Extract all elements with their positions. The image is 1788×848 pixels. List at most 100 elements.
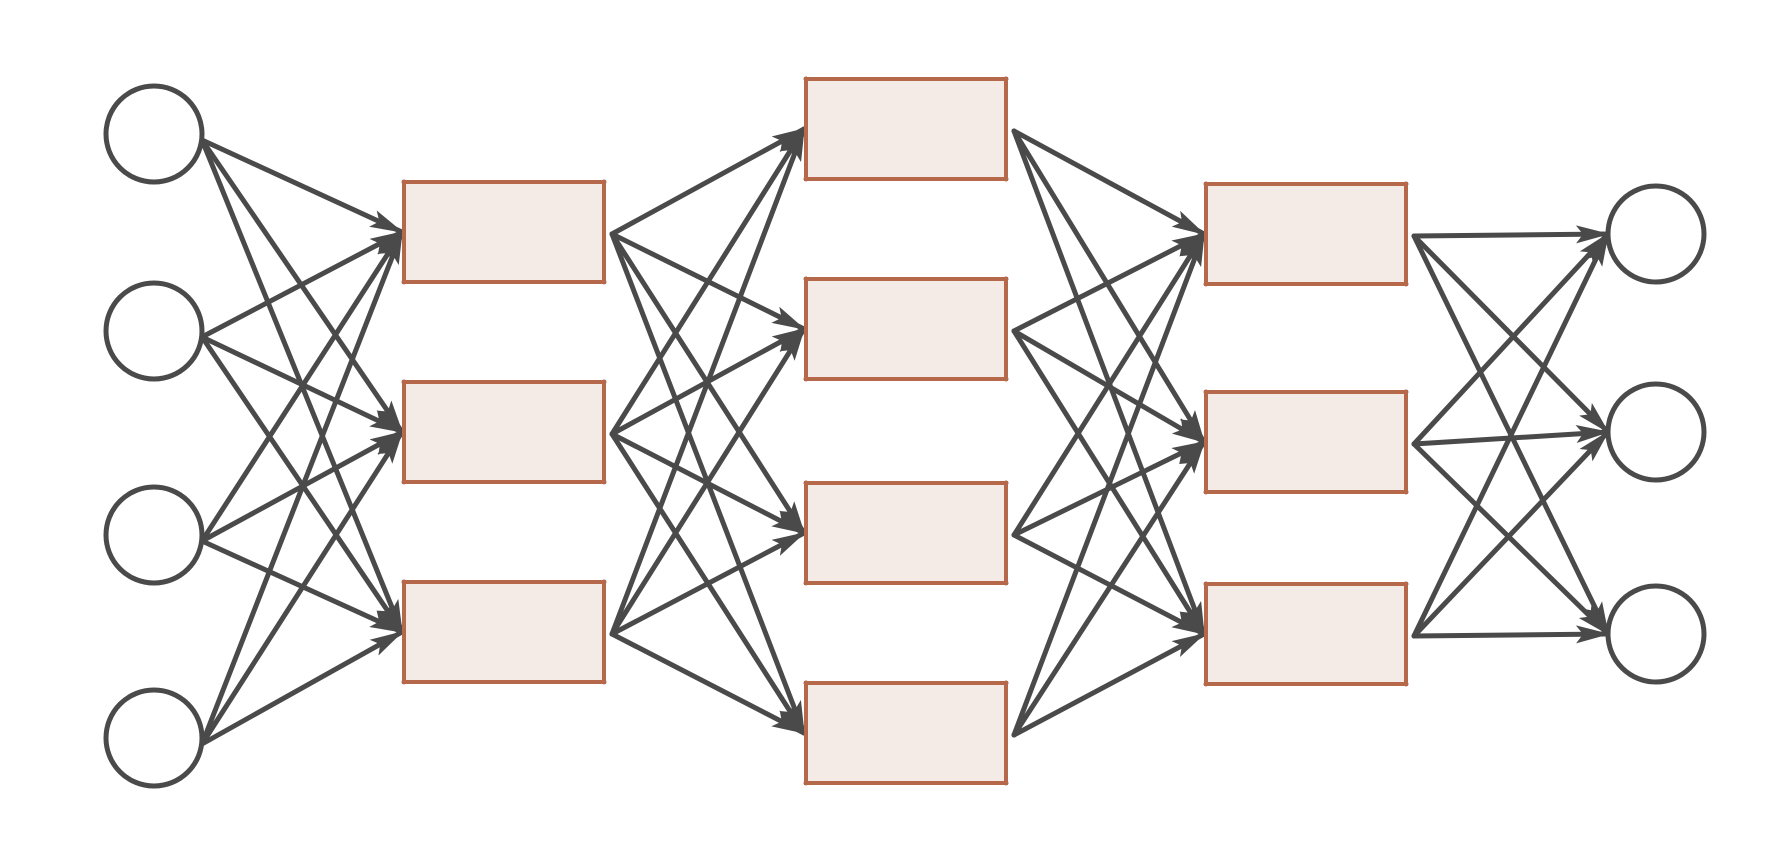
hidden-1-box-1-corner-1 <box>401 179 407 185</box>
hidden-1-node-2 <box>401 379 607 485</box>
input-node-3 <box>103 484 205 586</box>
hidden-2-box-3-corner-4 <box>1003 580 1009 586</box>
output-circle-1 <box>1605 183 1707 285</box>
edge-hidden-2-1-to-hidden-3-1 <box>1011 128 1207 237</box>
hidden-1-box-3-corner-3 <box>401 679 407 685</box>
hidden-2-box-2 <box>804 277 1008 381</box>
hidden-3-box-1-corner-4 <box>1403 281 1409 287</box>
hidden-3-box-3-corner-3 <box>1203 681 1209 687</box>
edge-hidden-2-4-to-hidden-3-1 <box>1011 231 1207 738</box>
edge-hidden-3-1-to-output-2 <box>1411 233 1611 435</box>
hidden-1-box-1-corner-2 <box>601 179 607 185</box>
hidden-2-box-3-corner-2 <box>1003 480 1009 486</box>
hidden-1-node-1 <box>401 179 607 285</box>
edge-input-2-to-hidden-1-1 <box>199 229 405 340</box>
hidden-3-box-2-corner-4 <box>1403 489 1409 495</box>
hidden-1-box-1 <box>402 180 606 284</box>
hidden-3-box-1 <box>1204 182 1408 286</box>
edges-layer <box>199 126 1611 747</box>
hidden-2-box-1-corner-4 <box>1003 176 1009 182</box>
edge-hidden-2-4-to-hidden-3-3 <box>1011 631 1207 738</box>
edge-input-4-to-hidden-1-1 <box>199 229 405 747</box>
hidden-1-box-1-corner-4 <box>601 279 607 285</box>
hidden-2-box-3-corner-3 <box>803 580 809 586</box>
hidden-1-box-2-corner-2 <box>601 379 607 385</box>
hidden-3-node-3 <box>1203 581 1409 687</box>
edge-hidden-2-3-to-hidden-3-1 <box>1011 231 1207 538</box>
hidden-3-box-1-corner-2 <box>1403 181 1409 187</box>
hidden-3-box-2-corner-1 <box>1203 389 1209 395</box>
hidden-2-box-4-corner-3 <box>803 780 809 786</box>
edge-hidden-3-3-to-output-1 <box>1411 231 1611 639</box>
edge-hidden-1-3-to-hidden-2-4 <box>609 631 807 736</box>
hidden-3-box-2 <box>1204 390 1408 494</box>
edge-hidden-2-1-to-hidden-3-2 <box>1011 128 1207 445</box>
output-node-3 <box>1605 583 1707 685</box>
edge-hidden-1-3-to-hidden-2-2 <box>609 326 807 637</box>
hidden-2-box-4-corner-1 <box>803 680 809 686</box>
output-node-2 <box>1605 381 1707 483</box>
input-circle-2 <box>103 280 205 382</box>
input-circle-3 <box>103 484 205 586</box>
hidden-2-box-2-corner-4 <box>1003 376 1009 382</box>
output-circle-2 <box>1605 381 1707 483</box>
edge-hidden-3-2-to-output-3 <box>1411 441 1611 637</box>
hidden-2-box-2-corner-3 <box>803 376 809 382</box>
hidden-2-box-3 <box>804 481 1008 585</box>
output-circle-3 <box>1605 583 1707 685</box>
hidden-2-box-4-corner-2 <box>1003 680 1009 686</box>
hidden-1-box-2-corner-4 <box>601 479 607 485</box>
hidden-1-box-2 <box>402 380 606 484</box>
edge-hidden-3-3-to-output-2 <box>1411 429 1611 639</box>
hidden-3-box-1-corner-3 <box>1203 281 1209 287</box>
hidden-1-box-2-corner-3 <box>401 479 407 485</box>
hidden-2-node-1 <box>803 76 1009 182</box>
hidden-2-box-1-corner-1 <box>803 76 809 82</box>
nodes-layer <box>103 76 1707 789</box>
hidden-2-box-1-corner-3 <box>803 176 809 182</box>
edge-input-3-to-hidden-1-1 <box>199 229 405 544</box>
hidden-3-box-3 <box>1204 582 1408 686</box>
edge-hidden-1-3-to-hidden-2-1 <box>609 126 807 637</box>
hidden-2-box-4-corner-4 <box>1003 780 1009 786</box>
input-node-4 <box>103 687 205 789</box>
hidden-2-node-2 <box>803 276 1009 382</box>
input-circle-4 <box>103 687 205 789</box>
hidden-1-box-1-corner-3 <box>401 279 407 285</box>
input-circle-1 <box>103 83 205 185</box>
hidden-1-box-3 <box>402 580 606 684</box>
hidden-3-box-3-corner-4 <box>1403 681 1409 687</box>
output-node-1 <box>1605 183 1707 285</box>
edge-input-4-to-hidden-1-3 <box>199 629 405 747</box>
edge-input-4-to-hidden-1-2 <box>199 429 405 747</box>
hidden-3-box-3-corner-1 <box>1203 581 1209 587</box>
hidden-1-box-3-corner-4 <box>601 679 607 685</box>
hidden-2-box-1-corner-2 <box>1003 76 1009 82</box>
edge-hidden-2-4-to-hidden-3-2 <box>1011 439 1207 738</box>
hidden-1-box-2-corner-1 <box>401 379 407 385</box>
hidden-2-node-3 <box>803 480 1009 586</box>
edge-hidden-3-1-to-output-1 <box>1411 225 1611 244</box>
hidden-2-box-4 <box>804 681 1008 785</box>
edge-hidden-1-3-to-hidden-2-3 <box>609 530 807 637</box>
hidden-2-box-2-corner-1 <box>803 276 809 282</box>
hidden-2-box-3-corner-1 <box>803 480 809 486</box>
input-node-2 <box>103 280 205 382</box>
hidden-1-box-3-corner-2 <box>601 579 607 585</box>
hidden-3-node-2 <box>1203 389 1409 495</box>
hidden-3-box-2-corner-3 <box>1203 489 1209 495</box>
hidden-2-box-2-corner-2 <box>1003 276 1009 282</box>
hidden-3-box-3-corner-2 <box>1403 581 1409 587</box>
edge-input-1-to-hidden-1-1 <box>199 137 405 235</box>
edge-hidden-1-2-to-hidden-2-1 <box>609 126 807 437</box>
edge-hidden-3-3-to-output-3 <box>1411 625 1611 644</box>
hidden-3-box-1-corner-1 <box>1203 181 1209 187</box>
hidden-3-node-1 <box>1203 181 1409 287</box>
hidden-1-box-3-corner-1 <box>401 579 407 585</box>
hidden-2-node-4 <box>803 680 1009 786</box>
edge-hidden-2-2-to-hidden-3-1 <box>1011 231 1207 334</box>
input-node-1 <box>103 83 205 185</box>
edge-hidden-3-2-to-output-1 <box>1411 231 1611 447</box>
